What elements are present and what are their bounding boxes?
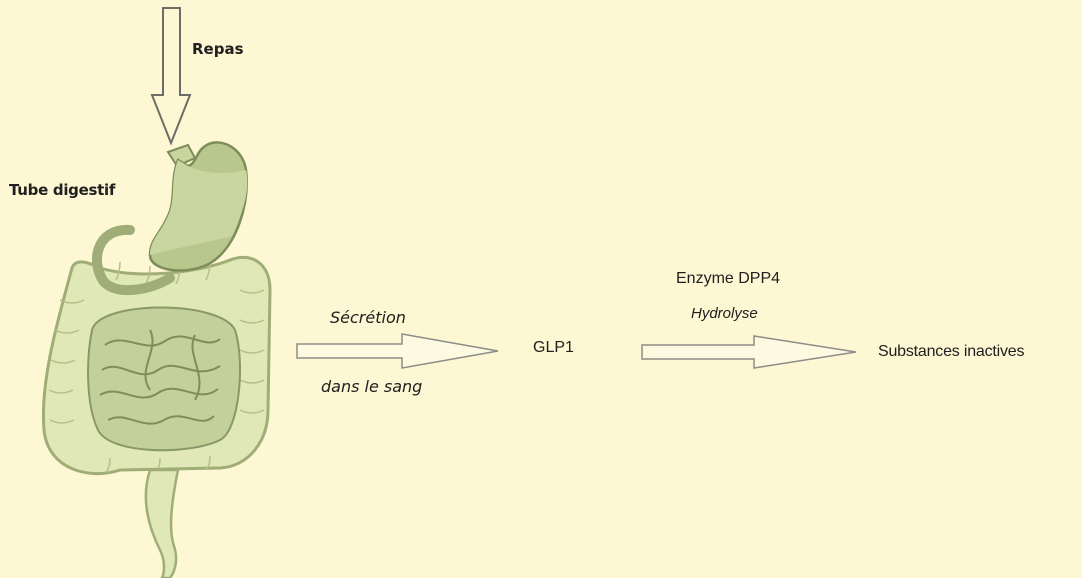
- meal-label: Repas: [192, 40, 244, 58]
- digestive-tract-label: Tube digestif: [9, 181, 115, 199]
- secretion-right-arrow-icon: [297, 334, 498, 368]
- enzyme-label: Enzyme DPP4: [676, 270, 780, 288]
- hydrolysis-label: Hydrolyse: [691, 305, 758, 322]
- meal-down-arrow-icon: [152, 8, 190, 143]
- glp1-label: GLP1: [533, 339, 574, 357]
- hydrolysis-right-arrow-icon: [642, 336, 856, 368]
- inactive-substances-label: Substances inactives: [878, 343, 1024, 361]
- digestive-system-icon: [43, 142, 270, 578]
- secretion-label: Sécrétion: [330, 308, 406, 327]
- into-blood-label: dans le sang: [321, 377, 422, 396]
